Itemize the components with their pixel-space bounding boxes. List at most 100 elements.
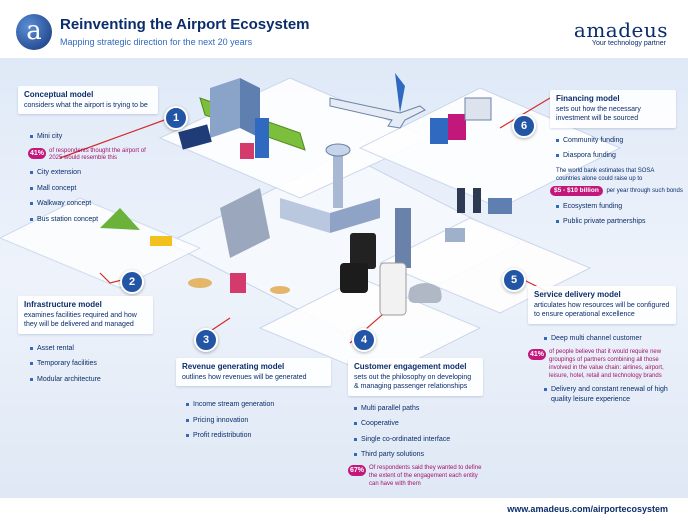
list-item: Walkway concept (30, 199, 158, 208)
list-item: Diaspora funding (556, 151, 676, 160)
building-icon (210, 78, 240, 138)
tent-icon (100, 208, 140, 230)
financing-model-list-2: Ecosystem funding Public private partner… (556, 202, 676, 227)
list-item: Single co-ordinated interface (354, 435, 483, 444)
list-item: Profit redistribution (186, 431, 331, 440)
coin-stack-icon (270, 286, 290, 294)
financing-model-panel: Financing model sets out how the necessa… (550, 90, 683, 233)
infrastructure-model-desc: examines facilities required and how the… (24, 311, 137, 329)
book-icon (178, 124, 212, 150)
revenue-model-panel: Revenue generating model outlines how re… (176, 358, 331, 447)
service-model-list: Deep multi channel customer (544, 334, 676, 343)
revenue-model-desc: outlines how revenues will be generated (182, 373, 307, 381)
conceptual-model-list: Mini city (30, 132, 158, 141)
money-badge: $5 - $10 billion (550, 185, 603, 196)
list-item: Mall concept (30, 184, 158, 193)
gamepad-icon (408, 283, 442, 303)
list-item: Mini city (30, 132, 158, 141)
section-number-4: 4 (352, 328, 376, 352)
list-item: Asset rental (30, 344, 153, 353)
service-stat: 41% of people believe that it would requ… (528, 349, 676, 380)
airport-illustration (0, 73, 622, 379)
floor-plate-left (0, 197, 202, 289)
service-model-title: Service delivery model (534, 290, 621, 299)
list-item: Community funding (556, 136, 676, 145)
infrastructure-model-title: Infrastructure model (24, 300, 102, 309)
card-icon (430, 118, 448, 144)
connector-line (499, 97, 551, 129)
service-model-panel: Service delivery model articulates how r… (528, 286, 676, 410)
service-model-list-2: Delivery and constant renewal of high qu… (544, 385, 676, 404)
airplane-icon (329, 97, 426, 129)
infrastructure-model-list: Asset rental Temporary facilities Modula… (30, 344, 153, 384)
amadeus-logo-icon: a (16, 14, 52, 50)
conceptual-stat: 41% of respondents thought the airport o… (28, 147, 158, 164)
brand-tagline: Your technology partner (591, 40, 666, 47)
tablet-icon (350, 233, 376, 269)
person-icon (473, 188, 481, 213)
list-item: Public private partnerships (556, 217, 676, 226)
list-item: City extension (30, 168, 158, 177)
bank-icon (464, 97, 492, 121)
airplane-tail-icon (395, 73, 405, 113)
financing-note: The world bank estimates that SOSA count… (556, 167, 655, 182)
stat-text: Of respondents said they wanted to defin… (369, 465, 482, 488)
list-item: Modular architecture (30, 375, 153, 384)
person-icon (457, 188, 465, 213)
stat-text: of respondents thought the airport of 20… (49, 147, 146, 162)
conceptual-model-title: Conceptual model (24, 90, 94, 99)
revenue-model-header: Revenue generating model outlines how re… (176, 358, 331, 387)
footer-url-link[interactable]: www.amadeus.com/airportecosystem (507, 504, 668, 514)
financing-model-desc: sets out how the necessary investment wi… (556, 105, 641, 123)
financing-money-row: $5 - $10 billion per year through such b… (550, 185, 683, 196)
smartphone-icon (379, 262, 407, 316)
stat-badge: 41% (28, 147, 46, 159)
list-item: Bus station concept (30, 215, 158, 224)
conceptual-model-list-2: City extension Mall concept Walkway conc… (30, 168, 158, 224)
conceptual-model-desc: considers what the airport is trying to … (24, 101, 148, 109)
conceptual-model-header: Conceptual model considers what the airp… (18, 86, 158, 115)
brand-logo: amadeus (573, 18, 668, 42)
infrastructure-model-header: Infrastructure model examines facilities… (18, 296, 153, 334)
terminal-building-icon (280, 198, 330, 233)
customer-model-list: Multi parallel paths Cooperative Single … (354, 404, 483, 460)
money-suffix: per year through such bonds (606, 187, 683, 194)
connector-line (59, 117, 171, 159)
list-item: Income stream generation (186, 400, 331, 409)
financing-model-list: Community funding Diaspora funding (556, 136, 676, 161)
control-tower-icon (333, 153, 343, 208)
conceptual-model-panel: Conceptual model considers what the airp… (18, 86, 158, 230)
section-number-1: 1 (164, 106, 188, 130)
mobile-device-icon (445, 228, 465, 242)
crane-icon (150, 236, 172, 246)
service-model-desc: articulates how resources will be config… (534, 301, 670, 319)
customer-stat: 67% Of respondents said they wanted to d… (348, 465, 483, 488)
list-item: Cooperative (354, 419, 483, 428)
section-number-2: 2 (120, 270, 144, 294)
page-title: Reinventing the Airport Ecosystem (60, 16, 310, 33)
financing-model-title: Financing model (556, 94, 620, 103)
section-number-3: 3 (194, 328, 218, 352)
list-item: Delivery and constant renewal of high qu… (544, 385, 676, 404)
list-item: Temporary facilities (30, 359, 153, 368)
list-item: Ecosystem funding (556, 202, 676, 211)
customer-model-title: Customer engagement model (354, 362, 467, 371)
control-tower-top-icon (325, 143, 351, 157)
shopping-bag-icon (240, 143, 254, 159)
speaker-icon (340, 263, 368, 293)
card-icon (448, 114, 466, 140)
stat-badge: 67% (348, 465, 366, 477)
list-item: Third party solutions (354, 450, 483, 459)
revenue-model-list: Income stream generation Pricing innovat… (186, 400, 331, 440)
building-icon (255, 118, 269, 158)
stat-badge: 41% (528, 349, 546, 361)
building-icon (395, 208, 411, 268)
list-item: Deep multi channel customer (544, 334, 676, 343)
section-number-6: 6 (512, 114, 536, 138)
footer: www.amadeus.com/airportecosystem (0, 498, 688, 521)
coin-stack-icon (188, 278, 212, 288)
list-item: Multi parallel paths (354, 404, 483, 413)
financing-model-header: Financing model sets out how the necessa… (550, 90, 676, 128)
escalator-icon (220, 188, 270, 258)
section-number-5: 5 (502, 268, 526, 292)
